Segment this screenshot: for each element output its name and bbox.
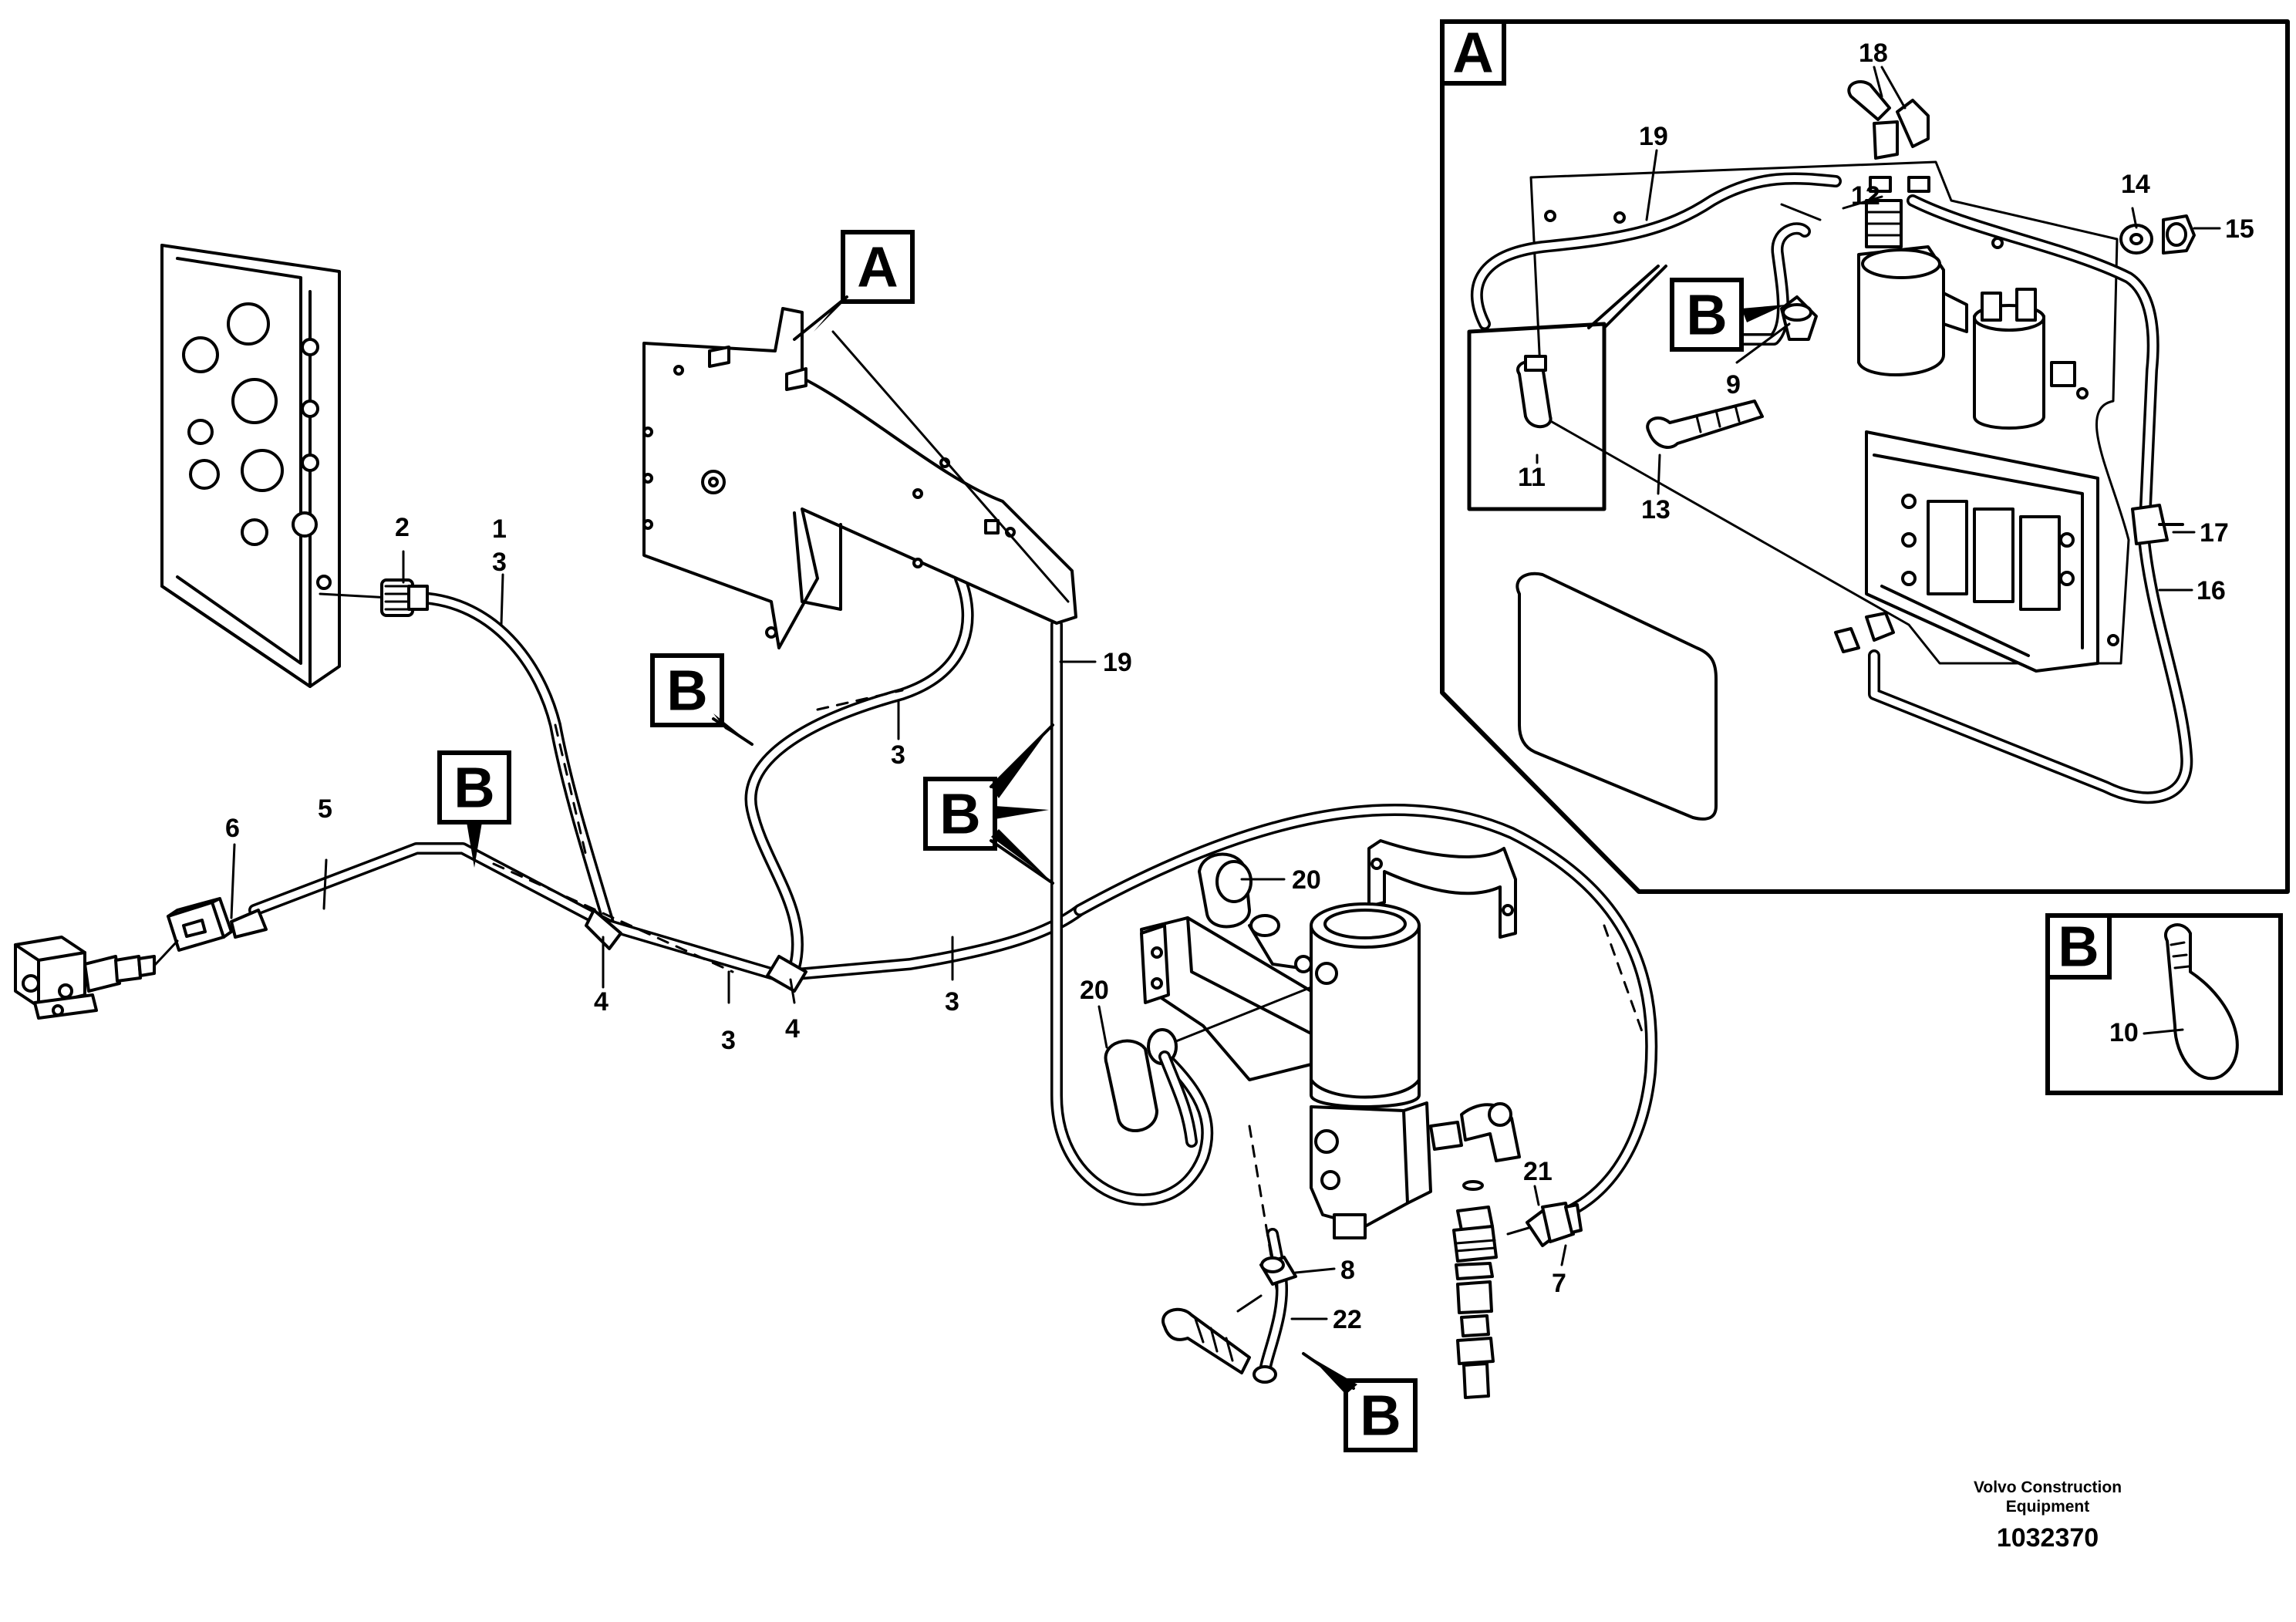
label-21: 21	[1523, 1157, 1553, 1186]
callout-b-center-label: B	[939, 782, 980, 846]
label-3-bottom-left: 3	[721, 1026, 736, 1055]
leader-lines	[230, 66, 2221, 1320]
inset-b-label: B	[2058, 915, 2099, 979]
label-2: 2	[395, 513, 410, 542]
label-15: 15	[2225, 214, 2254, 244]
clamp-and-bolt	[1161, 1228, 1297, 1384]
callout-b-upper: B	[650, 653, 754, 746]
label-14: 14	[2121, 170, 2150, 199]
callout-b-left-label: B	[453, 756, 494, 820]
label-12: 12	[1851, 181, 1880, 211]
footer: Volvo Construction Equipment 1032370	[1974, 1479, 2122, 1553]
label-9: 9	[1726, 370, 1741, 400]
inset-a: A B	[1440, 19, 2290, 894]
bracket-strap	[1367, 839, 1517, 939]
label-19-main: 19	[1103, 648, 1132, 677]
label-6: 6	[225, 814, 240, 843]
cable-harness	[248, 572, 1658, 1313]
fitting-stack	[1452, 1180, 1498, 1399]
label-22: 22	[1333, 1305, 1362, 1334]
label-3-upper: 3	[492, 548, 507, 577]
label-20-upper: 20	[1292, 865, 1321, 895]
brand-line-1: Volvo Construction	[1974, 1479, 2122, 1496]
callout-a: A	[793, 230, 915, 341]
callout-b-center: B	[923, 723, 1054, 885]
label-10: 10	[2109, 1018, 2139, 1047]
label-1: 1	[492, 514, 507, 544]
label-5: 5	[318, 794, 332, 824]
label-7: 7	[1552, 1269, 1566, 1298]
sensor-assembly-6	[14, 897, 268, 1020]
inset-b: B	[2045, 913, 2283, 1095]
label-3-bottom: 3	[945, 987, 959, 1017]
label-18: 18	[1859, 39, 1888, 68]
connector-2	[319, 578, 429, 617]
drawing-number: 1032370	[1997, 1523, 2099, 1553]
label-4-left: 4	[594, 987, 609, 1017]
brand-line-2: Equipment	[2006, 1498, 2090, 1516]
callout-a-label: A	[857, 235, 898, 299]
label-17: 17	[2200, 518, 2229, 548]
solenoid-valve-assembly	[1104, 852, 1521, 1239]
label-13: 13	[1641, 495, 1671, 524]
label-8: 8	[1340, 1256, 1355, 1285]
inset-callout-b-label: B	[1686, 283, 1727, 347]
label-20-lower: 20	[1080, 976, 1109, 1005]
label-19-inset: 19	[1639, 122, 1668, 151]
callout-b-upper-label: B	[666, 659, 707, 723]
inset-a-label: A	[1452, 21, 1493, 85]
label-11: 11	[1518, 463, 1546, 492]
callout-b-bottom: B	[1302, 1352, 1418, 1452]
label-3-middle: 3	[891, 740, 905, 770]
callout-b-left: B	[437, 750, 511, 868]
perforated-panel	[160, 244, 341, 688]
pressure-sensor-21	[1506, 1202, 1583, 1247]
label-4-center: 4	[785, 1014, 800, 1044]
part-labels: 2 1 3 5 6 4 3 4 3 3 19 20 20 21 7 8 22 1…	[225, 39, 2254, 1334]
label-16: 16	[2197, 576, 2226, 605]
callout-b-bottom-label: B	[1360, 1384, 1401, 1448]
mounting-plate	[642, 307, 1077, 649]
